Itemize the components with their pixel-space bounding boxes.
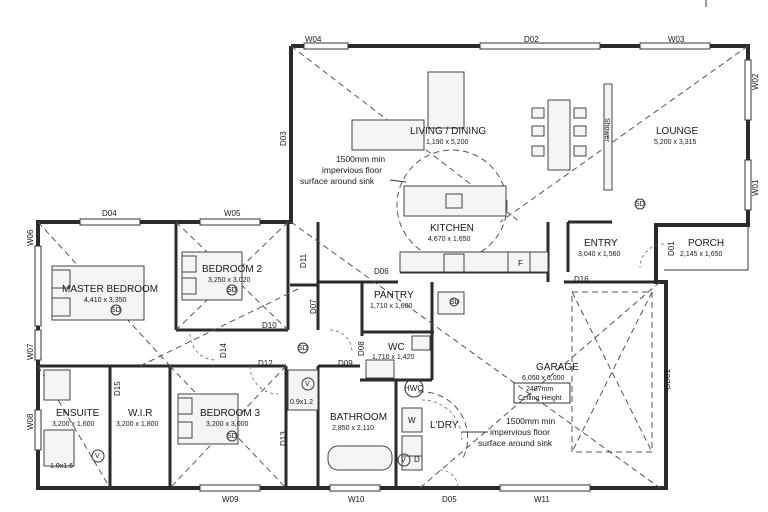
- garage-ceiling-label: Ceiling Height: [518, 395, 562, 402]
- tag-w11: W11: [534, 495, 550, 504]
- bathroom-vent: V: [305, 381, 310, 388]
- bedroom3-sd: SD: [227, 433, 237, 440]
- tag-w03: W03: [668, 35, 685, 44]
- kitchen-note-line2: impervious floor: [322, 165, 382, 175]
- laundry-sink-zone: [417, 391, 469, 461]
- tag-d03: D03: [279, 131, 288, 146]
- windows: [34, 42, 752, 492]
- dryer-label: D: [414, 455, 420, 464]
- tag-d11: D11: [299, 253, 308, 268]
- tag-w02: W02: [751, 73, 760, 90]
- room-wc-dims: 1,710 x 1,420: [372, 354, 415, 361]
- lounge-sd: SD: [635, 201, 645, 208]
- ldry-note-line3: surface around sink: [478, 438, 553, 448]
- garage-ceiling-value: 2407mm: [526, 386, 553, 393]
- ldry-note-line1: 1500mm min: [506, 416, 555, 426]
- tag-w08: W08: [26, 413, 35, 430]
- room-labels: LIVING / DINING 1,190 x 5,200 LOUNGE 5,2…: [52, 126, 724, 432]
- ensuite-shower-size: 1.0x1.6: [50, 463, 73, 470]
- tag-d12: D12: [258, 359, 273, 368]
- door-swings: [189, 243, 665, 489]
- room-wc-name: WC: [388, 342, 405, 353]
- room-ldry-name: L'DRY: [430, 420, 459, 431]
- room-wir-name: W.I.R: [128, 408, 152, 419]
- tag-gd01: GD01: [663, 369, 672, 390]
- hall-sd: SD: [298, 345, 308, 352]
- kitchen-note-line3: surface around sink: [300, 176, 375, 186]
- room-bathroom-dims: 2,850 x 2,110: [332, 425, 374, 432]
- bedroom2-sd: SD: [227, 287, 237, 294]
- bathroom-shower-size: 0.9x1.2: [290, 399, 313, 406]
- tag-d08: D08: [357, 341, 366, 356]
- room-ensuite-name: ENSUITE: [56, 408, 100, 419]
- tag-d04: D04: [102, 209, 117, 218]
- fridge-label: F: [518, 259, 523, 268]
- tag-d14: D14: [219, 343, 228, 358]
- washer-label: W: [408, 416, 416, 425]
- room-living-dining-name: LIVING / DINING: [410, 126, 486, 137]
- room-master-bedroom-name: MASTER BEDROOM: [62, 284, 158, 295]
- furniture: [43, 71, 613, 471]
- tag-w10: W10: [348, 495, 365, 504]
- room-pantry-dims: 1,710 x 1,600: [370, 303, 413, 310]
- room-ensuite-dims: 3,200 x 1,600: [52, 421, 95, 428]
- room-kitchen-name: KITCHEN: [430, 223, 474, 234]
- tag-d16: D16: [574, 275, 589, 284]
- tag-d10: D10: [262, 321, 277, 330]
- room-bedroom2-dims: 3,250 x 3,020: [208, 277, 251, 284]
- tag-d15: D15: [113, 381, 122, 396]
- room-lounge-dims: 5,200 x 3,315: [654, 139, 697, 146]
- tag-w01: W01: [751, 179, 760, 196]
- room-lounge-name: LOUNGE: [656, 126, 699, 137]
- tag-d06: D06: [374, 267, 389, 276]
- tag-d13: D13: [279, 431, 288, 446]
- room-garage-name: GARAGE: [536, 362, 579, 373]
- tag-d01: D01: [667, 241, 676, 256]
- notes: 1500mm min impervious floor surface arou…: [300, 154, 555, 448]
- tag-w05: W05: [224, 209, 241, 218]
- fixture-labels: Shower 0.9x1.2 1.0x1.6 HWC W D F V V V S…: [50, 118, 646, 470]
- room-bathroom-name: BATHROOM: [330, 412, 387, 423]
- master-sd: SD: [111, 307, 121, 314]
- room-entry-name: ENTRY: [584, 238, 618, 249]
- tag-w07: W07: [26, 343, 35, 360]
- ldry-note-line2: impervious floor: [490, 427, 550, 437]
- hwc-label: HWC: [404, 384, 423, 393]
- pantry-sd: SD: [450, 299, 460, 306]
- room-bedroom3-name: BEDROOM 3: [200, 408, 260, 419]
- room-entry-dims: 3,040 x 1,560: [578, 251, 621, 258]
- kitchen-note-line1: 1500mm min: [336, 154, 385, 164]
- garage-slab: [571, 291, 653, 453]
- room-bedroom3-dims: 3,200 x 3,000: [206, 421, 249, 428]
- shower-label: Shower: [603, 118, 610, 142]
- opening-tags: W04 D02 W03 W02 W01 D03 D04 W05 W06 W07 …: [26, 35, 760, 504]
- tag-d07: D07: [309, 299, 318, 314]
- room-kitchen-dims: 4,670 x 1,650: [428, 236, 471, 243]
- room-master-bedroom-dims: 4,410 x 3,350: [84, 297, 127, 304]
- room-wir-dims: 3,200 x 1,800: [116, 421, 159, 428]
- garage-ceiling-box: [513, 382, 571, 404]
- room-living-dining-dims: 1,190 x 5,200: [426, 139, 469, 146]
- room-bedroom2-name: BEDROOM 2: [202, 264, 262, 275]
- kitchen-sink-zone: [396, 149, 508, 261]
- room-porch-dims: 2,145 x 1,650: [680, 251, 723, 258]
- tag-d09: D09: [338, 359, 353, 368]
- laundry-vent: V: [401, 457, 406, 464]
- room-pantry-name: PANTRY: [374, 290, 414, 301]
- tag-w04: W04: [305, 35, 322, 44]
- room-garage-dims: 6,050 x 6,000: [522, 375, 565, 382]
- tag-d02: D02: [524, 35, 539, 44]
- room-porch-name: PORCH: [688, 238, 724, 249]
- tag-d05: D05: [442, 495, 457, 504]
- tag-w09: W09: [222, 495, 239, 504]
- ensuite-vent: V: [95, 453, 100, 460]
- tag-w06: W06: [26, 229, 35, 246]
